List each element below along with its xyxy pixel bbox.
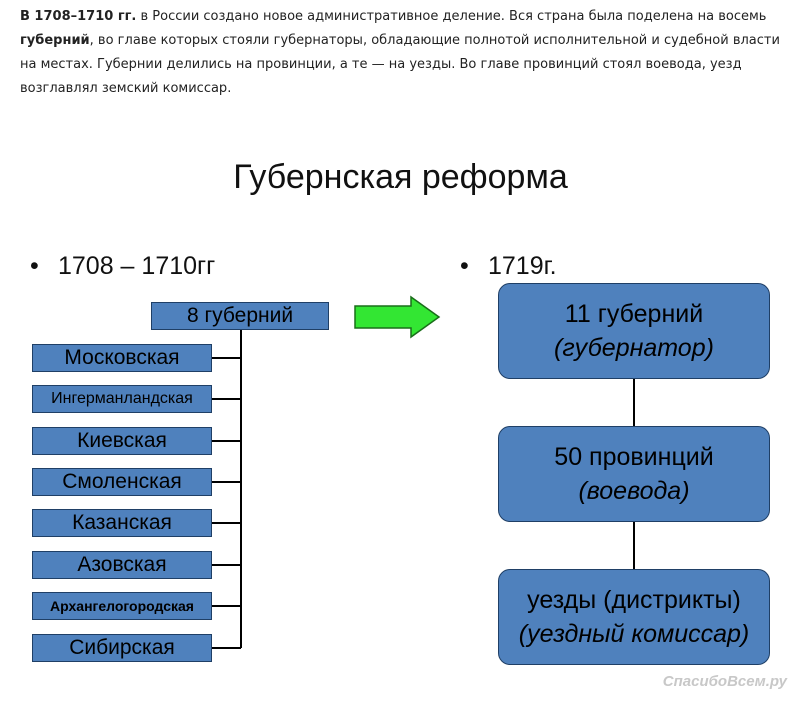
intro-text-1: в России создано новое административное … xyxy=(136,9,767,24)
gubernii-11-label: 11 губерний xyxy=(564,300,704,328)
komissar-label: (уездный комиссар) xyxy=(518,620,750,648)
bullet-right-label: 1719г. xyxy=(488,252,557,280)
guberniya-item: Сибирская xyxy=(32,634,212,662)
intro-years: В 1708–1710 гг. xyxy=(20,9,137,24)
tree-branch-4 xyxy=(211,522,241,524)
right-arrow-icon xyxy=(354,295,441,339)
tree-branch-0 xyxy=(211,357,241,359)
intro-text-2: , во главе которых стояли губернаторы, о… xyxy=(20,33,780,96)
guberniya-item: Московская xyxy=(32,344,212,372)
guberniya-item: Ингерманландская xyxy=(32,385,212,413)
guberniya-item: Киевская xyxy=(32,427,212,455)
tree-branch-7 xyxy=(211,647,241,649)
uezdy-box: уезды (дистрикты) (уездный комиссар) xyxy=(498,569,770,665)
guberniya-item: Смоленская xyxy=(32,468,212,496)
tree-branch-3 xyxy=(211,481,241,483)
provinces-box: 50 провинций (воевода) xyxy=(498,426,770,522)
guberniya-item: Азовская xyxy=(32,551,212,579)
tree-branch-2 xyxy=(211,440,241,442)
gubernii-8-header: 8 губерний xyxy=(151,302,329,330)
right-connector-1 xyxy=(633,379,635,426)
right-connector-2 xyxy=(633,522,635,569)
voevoda-label: (воевода) xyxy=(578,477,690,505)
watermark: СпасибоВсем.ру xyxy=(662,673,787,690)
guberniya-item: Казанская xyxy=(32,509,212,537)
bullet-left-label: 1708 – 1710гг xyxy=(58,252,216,280)
intro-paragraph: В 1708–1710 гг. в России создано новое а… xyxy=(20,5,790,101)
intro-gubernii: губерний xyxy=(20,33,90,48)
uezdy-label: уезды (дистрикты) xyxy=(527,586,741,614)
gubernii-11-box: 11 губерний (губернатор) xyxy=(498,283,770,379)
slide-title: Губернская реформа xyxy=(233,158,568,196)
tree-vertical-line xyxy=(240,330,242,648)
bullet-left: •1708 – 1710гг xyxy=(30,252,216,280)
guberniya-item: Архангелогородская xyxy=(32,592,212,620)
provinces-label: 50 провинций xyxy=(554,443,714,471)
tree-branch-5 xyxy=(211,564,241,566)
bullet-right: •1719г. xyxy=(460,252,557,280)
gubernator-label: (губернатор) xyxy=(554,334,714,362)
tree-branch-6 xyxy=(211,605,241,607)
tree-branch-1 xyxy=(211,398,241,400)
